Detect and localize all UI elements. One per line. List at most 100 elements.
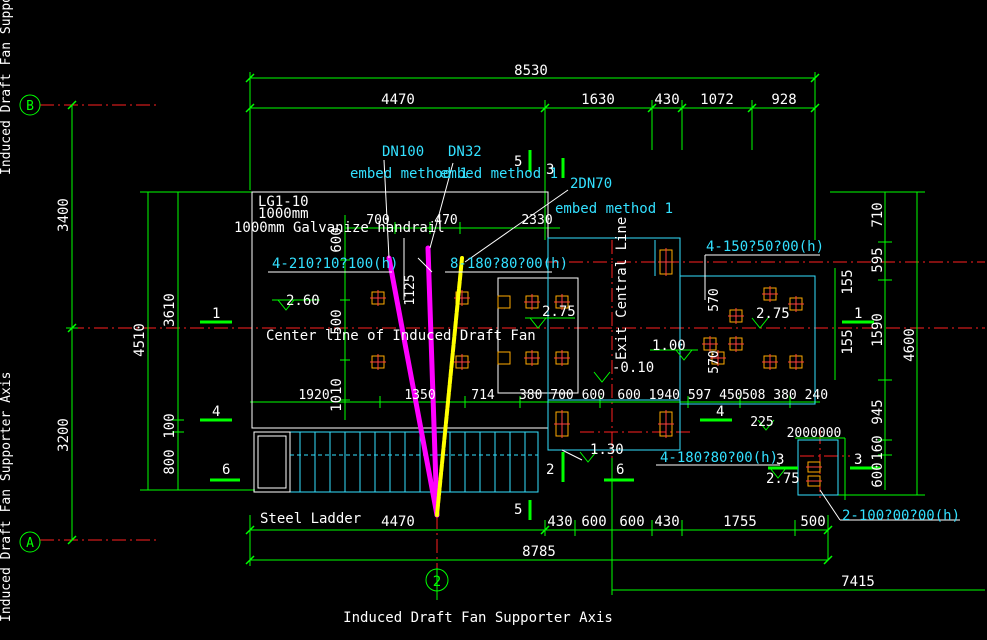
dim-right-945: 945	[870, 399, 886, 424]
axis-bubble-b: B	[19, 94, 41, 116]
dim-right-160: 160	[870, 435, 886, 460]
label-steel-ladder: Steel Ladder	[260, 511, 361, 527]
label-level-130: 1.30	[590, 442, 624, 458]
dimension-lines	[66, 72, 985, 595]
bottom-axis-label: Induced Draft Fan Supporter Axis	[343, 610, 613, 626]
left-axis-label-bottom: Induced Draft Fan Supporter Axis	[0, 372, 14, 622]
dim-inner-1350: 1350	[404, 388, 435, 403]
left-dimension-texts: 3400 3200 4510 3610 800 100 600 500 1010	[56, 198, 345, 475]
bottom-dimension-texts: 4470 430 600 600 430 1755 500 8785 7415	[381, 514, 875, 590]
right-dimension-texts: 710 595 1590 945 160 600 4600 155 155	[840, 202, 918, 487]
label-level-275b: 2.75	[756, 306, 790, 322]
dim-bottom-seg4: 600	[619, 514, 644, 530]
section-4-left: 4	[212, 404, 220, 420]
section-6-right: 6	[616, 462, 624, 478]
dim-inner-714: 714	[471, 388, 495, 403]
anchor-bolt-centers	[370, 248, 822, 482]
section-6-left: 6	[222, 462, 230, 478]
inner-dimension-texts: 700 470 2330 1125 1920 1350 714 380 700 …	[298, 213, 841, 441]
label-handrail-1: 1000mm	[258, 206, 309, 222]
label-level-010: -0.10	[612, 360, 654, 376]
section-marker-lines	[200, 150, 880, 520]
dim-inner-run-mid: 380 700 600	[519, 388, 605, 403]
top-dimension-texts: 8530 4470 1630 430 1072 928	[381, 63, 797, 108]
label-embed-3: embed method 1	[555, 201, 673, 217]
label-hole-4: 4-180?80?00(h)	[660, 450, 778, 466]
label-center-line: Center line of Induced Draft Fan	[266, 328, 536, 344]
dimension-ticks	[67, 73, 833, 565]
section-1-left: 1	[212, 306, 220, 322]
dim-inner-470: 470	[434, 213, 457, 228]
label-level-275a: 2.75	[542, 304, 576, 320]
dim-bottom-seg7: 500	[800, 514, 825, 530]
pipes	[386, 245, 464, 518]
section-4-right: 4	[716, 404, 724, 420]
dim-bottom-seg2: 430	[547, 514, 572, 530]
dim-left-3200: 3200	[56, 418, 72, 452]
section-5-bottom: 5	[514, 502, 522, 518]
dim-left-1010: 1010	[329, 378, 345, 412]
label-level-260: 2.60	[286, 293, 320, 309]
dim-inner-run-far: 508 380 240	[742, 388, 828, 403]
dim-top-seg4: 1072	[700, 92, 734, 108]
dim-top-seg3: 430	[654, 92, 679, 108]
dim-bottom-offset: 7415	[841, 574, 875, 590]
label-embed-1: embed method 1	[350, 166, 468, 182]
dim-bottom-total: 8785	[522, 544, 556, 560]
dim-left-800: 800	[162, 449, 178, 474]
label-hole-2: 8-180?80?00(h)	[450, 256, 568, 272]
label-dn100: DN100	[382, 144, 424, 160]
section-numbers: 1 1 4 4 6 6 2 5 5 3 3 3	[212, 154, 862, 518]
dim-right-155a: 155	[840, 269, 856, 294]
steel-ladder	[253, 431, 539, 493]
annotation-labels: DN100 DN32 2DN70 embed method 1 embed me…	[234, 144, 960, 527]
dim-top-total: 8530	[514, 63, 548, 79]
axis-b-label: B	[26, 99, 34, 114]
dim-inner-1125: 1125	[403, 274, 418, 305]
label-lg1-10: LG1-10	[258, 194, 309, 210]
section-1-right: 1	[854, 306, 862, 322]
dim-right-155b: 155	[840, 329, 856, 354]
dim-left-100: 100	[162, 413, 178, 438]
dim-inner-2330: 2330	[521, 213, 552, 228]
axis-a-label: A	[26, 536, 34, 551]
dim-inner-700: 700	[366, 213, 389, 228]
dim-inner-1920: 1920	[298, 388, 329, 403]
dim-left-600: 600	[329, 227, 345, 252]
dim-top-seg1: 4470	[381, 92, 415, 108]
dim-top-seg5: 928	[771, 92, 796, 108]
section-3-br: 3	[854, 452, 862, 468]
dim-left-4510: 4510	[132, 323, 148, 357]
section-3-top: 3	[546, 162, 554, 178]
dim-inner-570b: 570	[707, 350, 722, 373]
dim-left-3610: 3610	[162, 293, 178, 327]
dim-right-600: 600	[870, 462, 886, 487]
label-hole-1: 4-210?10?100(h)	[272, 256, 398, 272]
left-axis-label-top: Induced Draft Fan Suppor	[0, 0, 14, 175]
label-embed-2: embed method 1	[440, 166, 558, 182]
label-hole-5: 2-100?00?00(h)	[842, 508, 960, 524]
label-exit-line: Exit Central Line	[614, 217, 630, 360]
dim-bottom-seg3: 600	[581, 514, 606, 530]
section-2: 2	[546, 462, 554, 478]
dim-inner-225: 225	[750, 415, 773, 430]
label-hole-3: 4-150?50?00(h)	[706, 239, 824, 255]
label-level-275c: 2.75	[766, 471, 800, 487]
level-markers	[272, 299, 787, 479]
dim-top-seg2: 1630	[581, 92, 615, 108]
dim-right-595: 595	[870, 247, 886, 272]
dim-bottom-seg1: 4470	[381, 514, 415, 530]
dim-right-710: 710	[870, 202, 886, 227]
section-3-bl: 3	[776, 452, 784, 468]
dim-inner-run-right: 600 1940 597 450	[617, 388, 742, 403]
label-dn32: DN32	[448, 144, 482, 160]
dim-right-4600: 4600	[902, 328, 918, 362]
dim-bottom-seg5: 430	[654, 514, 679, 530]
label-dn70: 2DN70	[570, 176, 612, 192]
dim-bottom-seg6: 1755	[723, 514, 757, 530]
section-5-top: 5	[514, 154, 522, 170]
dim-inner-570a: 570	[707, 288, 722, 311]
label-level-100: 1.00	[652, 338, 686, 354]
leader-lines	[268, 159, 960, 521]
